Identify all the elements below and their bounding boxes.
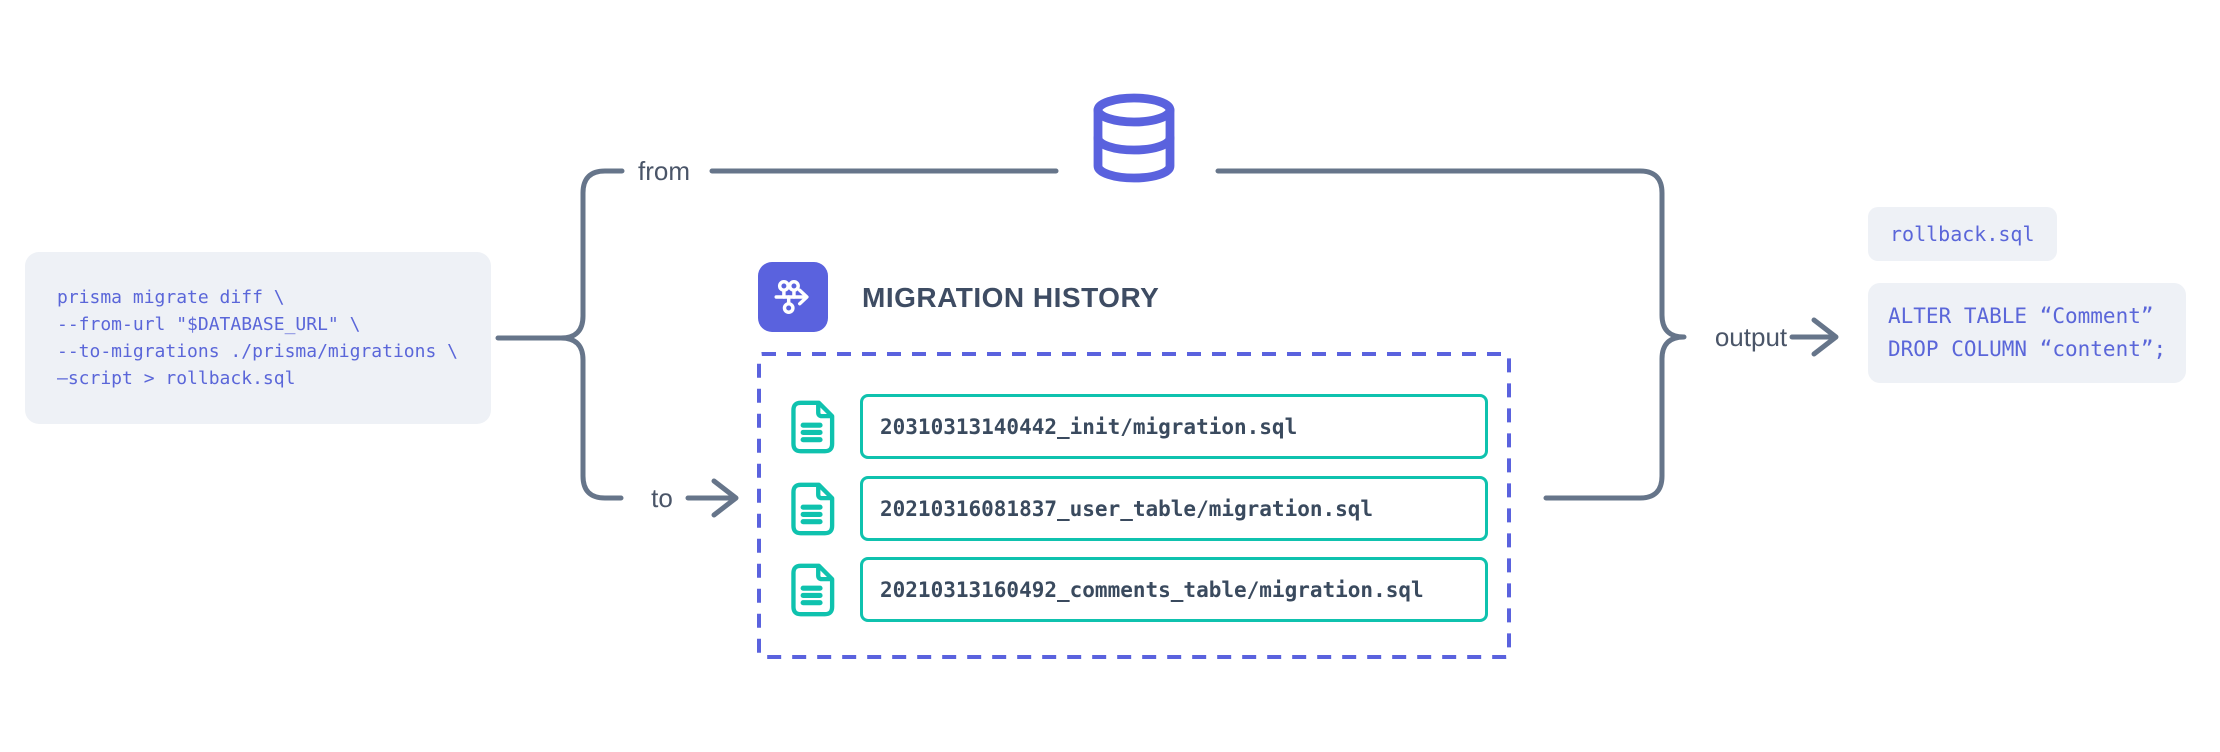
migration-history-title: MIGRATION HISTORY bbox=[862, 282, 1160, 313]
file-text-icon bbox=[786, 561, 842, 619]
migration-file-name: 20310313140442_init/migration.sql bbox=[880, 414, 1298, 439]
cli-command-block: prisma migrate diff \ --from-url "$DATAB… bbox=[25, 252, 491, 424]
right-brace bbox=[1215, 168, 1687, 501]
to-label: to bbox=[651, 483, 673, 513]
from-label: from bbox=[638, 156, 690, 186]
migration-file-name: 20210316081837_user_table/migration.sql bbox=[880, 496, 1374, 521]
migration-file-row: 20210316081837_user_table/migration.sql bbox=[860, 476, 1488, 541]
git-commit-graph-arrow-icon bbox=[774, 280, 809, 314]
rollback-filename-chip: rollback.sql bbox=[1868, 207, 2057, 261]
migration-file-row: 20210313160492_comments_table/migration.… bbox=[860, 557, 1488, 622]
left-brace bbox=[558, 168, 625, 501]
cli-command-line: prisma migrate diff \ bbox=[57, 287, 285, 308]
sql-output-block: ALTER TABLE “Comment” DROP COLUMN “conte… bbox=[1868, 283, 2187, 383]
database-icon bbox=[1093, 93, 1175, 183]
file-text-icon bbox=[786, 398, 842, 456]
to-arrowhead bbox=[711, 478, 739, 518]
cli-command-line: –script > rollback.sql bbox=[57, 368, 296, 389]
cli-command-line: --from-url "$DATABASE_URL" \ bbox=[57, 314, 361, 335]
output-arrowhead bbox=[1811, 317, 1839, 357]
migration-file-row: 20310313140442_init/migration.sql bbox=[860, 394, 1488, 459]
cli-command-line: --to-migrations ./prisma/migrations \ bbox=[57, 341, 458, 362]
sql-output-line: DROP COLUMN “content”; bbox=[1888, 337, 2167, 361]
sql-output-line: ALTER TABLE “Comment” bbox=[1888, 304, 2154, 328]
file-text-icon bbox=[786, 480, 842, 538]
output-label: output bbox=[1714, 322, 1788, 352]
migration-history-icon bbox=[758, 262, 828, 332]
migration-file-name: 20210313160492_comments_table/migration.… bbox=[880, 577, 1424, 602]
